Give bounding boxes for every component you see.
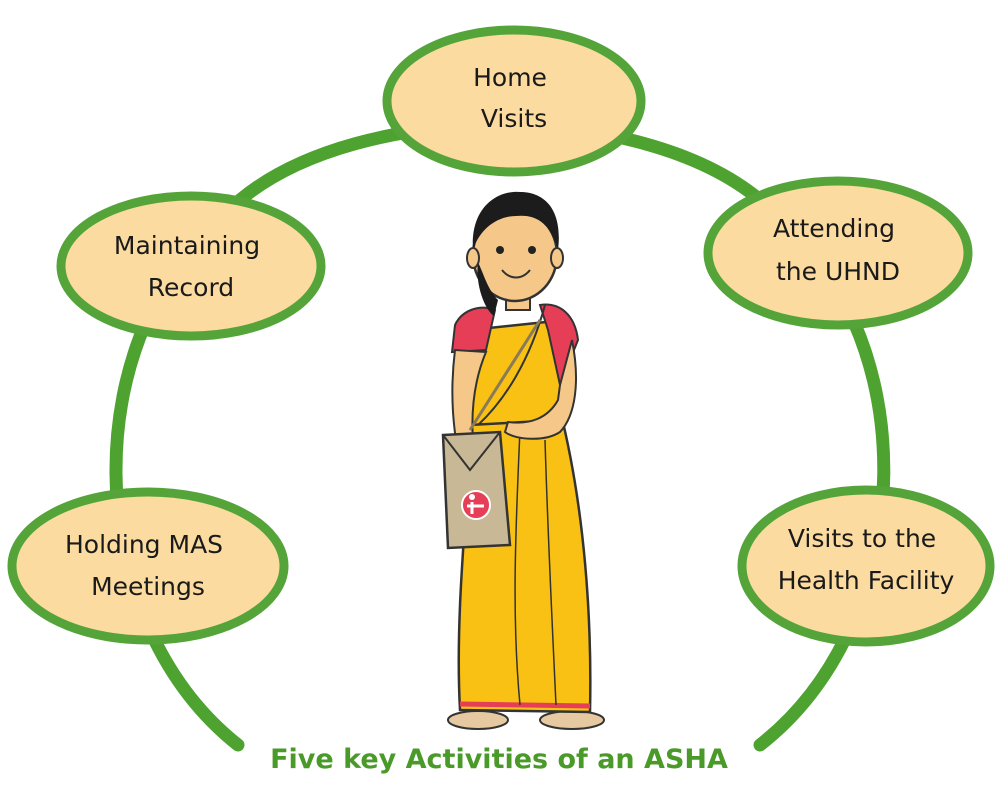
node-maintaining-record: Maintaining Record bbox=[56, 191, 326, 341]
node-holding-mas-meetings: Holding MAS Meetings bbox=[7, 487, 289, 645]
node-visits-health-facility-line1: Visits to the bbox=[788, 524, 936, 553]
node-holding-mas-meetings-line2: Meetings bbox=[91, 572, 205, 601]
node-visits-health-facility-line2: Health Facility bbox=[778, 566, 955, 595]
asha-worker-illustration-icon bbox=[441, 191, 605, 730]
svg-text:Holding MAS Meetings: Holding MAS Meetings bbox=[65, 530, 231, 601]
svg-text:Maintaining Record: Maintaining Record bbox=[114, 231, 268, 302]
node-attending-uhnd-line2: the UHND bbox=[776, 257, 900, 286]
asha-logo-icon bbox=[461, 490, 491, 520]
svg-text:Visits to the Health Fac: Visits to the Health Facility bbox=[778, 524, 955, 595]
svg-text:Home Visits: Home Visits bbox=[473, 63, 555, 133]
node-attending-uhnd: Attending the UHND bbox=[703, 176, 973, 330]
node-maintaining-record-line2: Record bbox=[148, 273, 234, 302]
svg-text:Attending the UHND: Attending the UHND bbox=[773, 214, 903, 286]
node-visits-health-facility: Visits to the Health Facility bbox=[737, 485, 995, 647]
node-holding-mas-meetings-line1: Holding MAS bbox=[65, 530, 223, 559]
node-home-visits: Home Visits bbox=[382, 25, 646, 177]
node-maintaining-record-line1: Maintaining bbox=[114, 231, 260, 260]
node-attending-uhnd-line1: Attending bbox=[773, 214, 895, 243]
node-home-visits-line1: Home bbox=[473, 63, 547, 92]
node-home-visits-line2: Visits bbox=[481, 104, 547, 133]
diagram-caption: Five key Activities of an ASHA bbox=[270, 744, 728, 775]
